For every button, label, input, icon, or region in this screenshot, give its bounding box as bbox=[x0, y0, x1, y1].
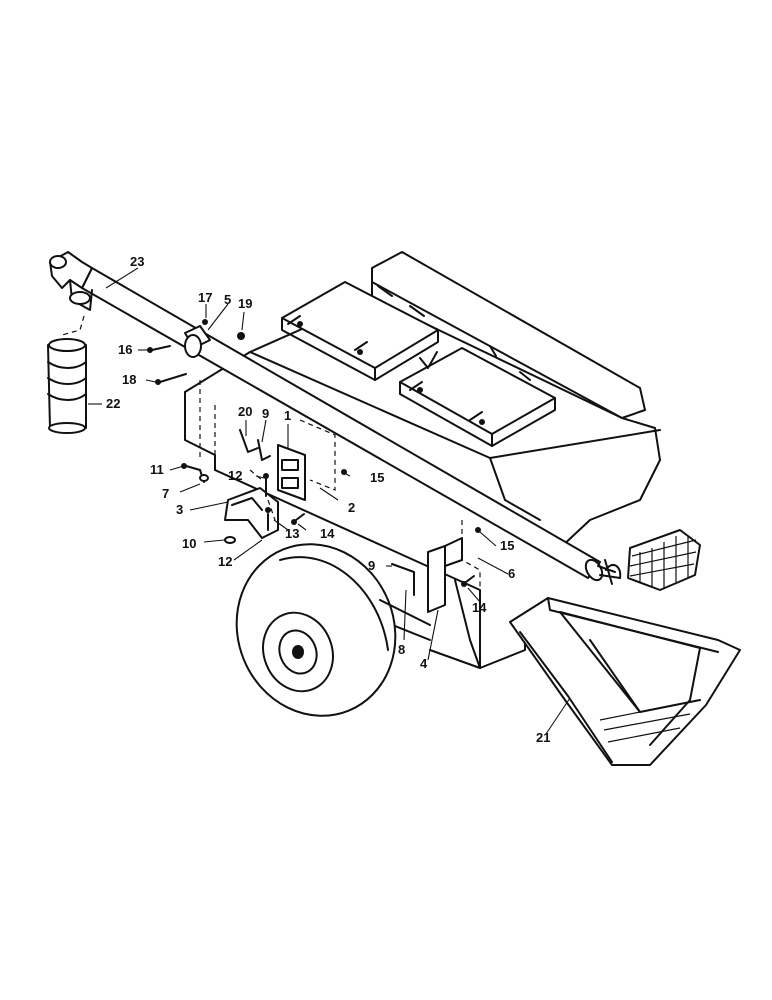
callout-15-lower: 15 bbox=[500, 538, 514, 553]
callout-10: 10 bbox=[182, 536, 196, 551]
auger-guard bbox=[627, 529, 701, 591]
callout-22: 22 bbox=[106, 396, 120, 411]
hopper-lids bbox=[281, 281, 556, 447]
callout-2: 2 bbox=[348, 500, 355, 515]
auger-tube bbox=[49, 251, 622, 585]
callout-14-lower: 14 bbox=[472, 600, 487, 615]
callout-16: 16 bbox=[118, 342, 132, 357]
callout-5: 5 bbox=[224, 292, 231, 307]
wheel bbox=[235, 543, 431, 717]
callout-19: 19 bbox=[238, 296, 252, 311]
callout-3: 3 bbox=[176, 502, 183, 517]
callout-12-lower: 12 bbox=[218, 554, 232, 569]
callout-18: 18 bbox=[122, 372, 136, 387]
callout-9-upper: 9 bbox=[262, 406, 269, 421]
mount-brackets bbox=[147, 319, 481, 613]
callout-17: 17 bbox=[198, 290, 212, 305]
callout-1: 1 bbox=[284, 408, 291, 423]
callout-14-upper: 14 bbox=[320, 526, 335, 541]
leader-lines bbox=[88, 267, 571, 735]
callout-15-upper: 15 bbox=[370, 470, 384, 485]
callout-21: 21 bbox=[536, 730, 550, 745]
callout-4: 4 bbox=[420, 656, 428, 671]
callout-13: 13 bbox=[285, 526, 299, 541]
callout-7: 7 bbox=[162, 486, 169, 501]
callout-labels: 23 17 5 19 16 18 22 20 9 1 11 12 15 7 2 … bbox=[106, 254, 550, 745]
flex-hose bbox=[47, 315, 87, 434]
callout-12-upper: 12 bbox=[228, 468, 242, 483]
callout-23: 23 bbox=[130, 254, 144, 269]
callout-6: 6 bbox=[508, 566, 515, 581]
callout-9-lower: 9 bbox=[368, 558, 375, 573]
callout-8: 8 bbox=[398, 642, 405, 657]
hopper bbox=[509, 597, 741, 766]
callout-11: 11 bbox=[150, 462, 164, 477]
callout-20: 20 bbox=[238, 404, 252, 419]
